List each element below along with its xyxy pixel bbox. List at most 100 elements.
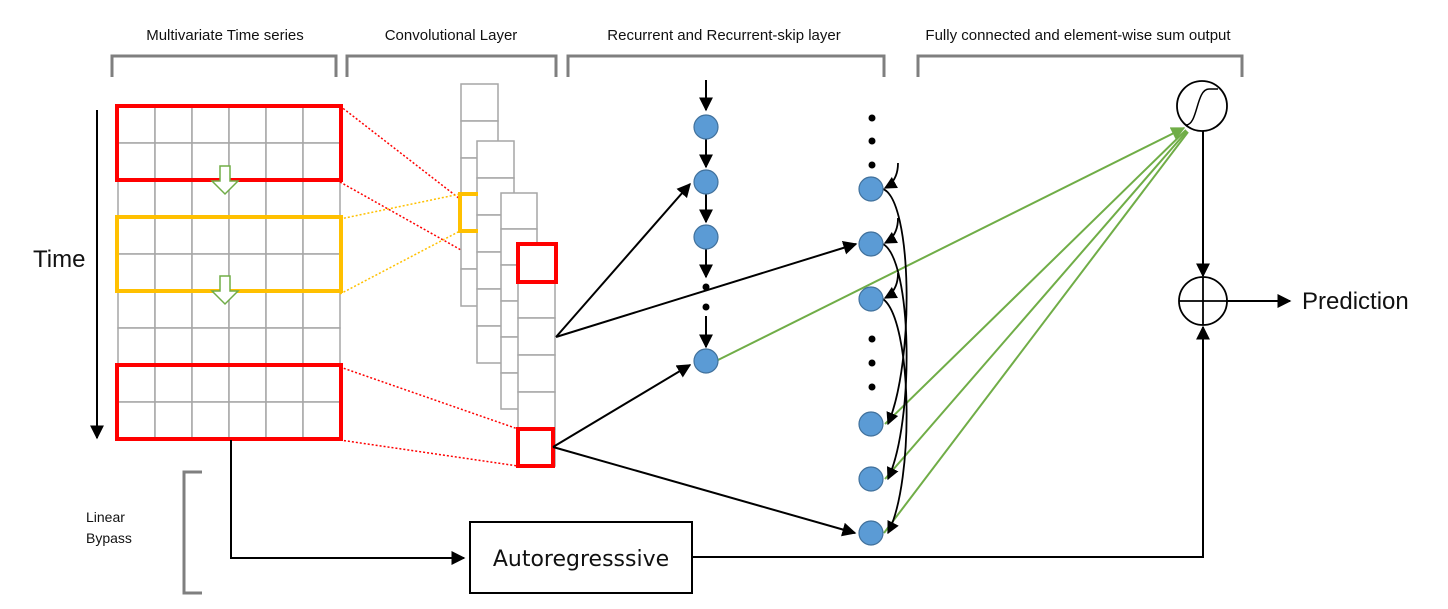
linear-bypass-label-line2: Bypass [86, 530, 132, 546]
convolutional-feature-maps [460, 83, 556, 467]
grid-to-autoregressive-arrow [230, 440, 466, 565]
recurrent-ellipsis-dot [702, 303, 710, 311]
grid-cell [191, 401, 230, 440]
recurrent-node [693, 169, 719, 195]
grid-cell [117, 290, 156, 329]
grid-cell [302, 401, 341, 440]
grid-cell [154, 364, 193, 403]
grid-cell [154, 105, 193, 144]
grid-cell [191, 179, 230, 218]
bracket-output [916, 54, 1244, 77]
skip-node [858, 176, 884, 202]
conv-feature-cell [500, 192, 538, 230]
grid-cell [302, 179, 341, 218]
time-label: Time [33, 246, 85, 273]
grid-cell [265, 364, 304, 403]
projection-line-red-bottom-1 [339, 366, 519, 430]
skip-ellipsis-dot [868, 335, 876, 343]
skip-node [858, 231, 884, 257]
grid-cell [117, 364, 156, 403]
grid-cell [302, 105, 341, 144]
recurrent-node [693, 224, 719, 250]
autoregressive-box [469, 521, 693, 594]
grid-cell [117, 401, 156, 440]
grid-cell [302, 253, 341, 292]
grid-cell [154, 179, 193, 218]
recurrent-node [693, 114, 719, 140]
section-title-multivariate: Multivariate Time series [146, 27, 304, 44]
skip-connection-1-4 [882, 188, 908, 426]
conv-feature-cell [460, 83, 499, 122]
conv-highlight-red-bottom [516, 427, 555, 468]
grid-cell [117, 216, 156, 255]
skip-node [858, 411, 884, 437]
slide-down-arrow-1 [210, 165, 240, 196]
prediction-label: Prediction [1302, 288, 1409, 315]
link-conv-to-recurrent-2 [555, 182, 691, 338]
skip-ellipsis-dot [868, 161, 876, 169]
grid-cell [228, 142, 267, 181]
conv-feature-cell [517, 317, 556, 356]
element-wise-sum-node [1178, 276, 1228, 326]
conv-feature-cell [517, 354, 556, 393]
grid-cell [265, 327, 304, 366]
skip-incoming-1 [883, 162, 899, 189]
grid-cell [117, 105, 156, 144]
skip-node [858, 286, 884, 312]
skip-connection-2-5 [882, 243, 908, 481]
grid-cell [117, 142, 156, 181]
bracket-recurrent [566, 54, 886, 77]
link-conv-to-skip-last [552, 446, 857, 537]
grid-cell [154, 401, 193, 440]
slide-down-arrow-2 [210, 275, 240, 306]
projection-line-yellow-1 [339, 193, 461, 220]
grid-cell [265, 290, 304, 329]
recurrent-node [693, 348, 719, 374]
grid-cell [228, 179, 267, 218]
grid-cell [265, 179, 304, 218]
skip-ellipsis-dot [868, 383, 876, 391]
bracket-convolutional [345, 54, 558, 77]
grid-cell [154, 327, 193, 366]
section-title-recurrent: Recurrent and Recurrent-skip layer [607, 27, 840, 44]
grid-cell [302, 290, 341, 329]
grid-cell [228, 216, 267, 255]
sigmoid-icon [1185, 88, 1218, 126]
recurrent-ellipsis-dot [702, 283, 710, 291]
grid-cell [302, 216, 341, 255]
grid-cell [154, 216, 193, 255]
section-title-convolutional: Convolutional Layer [385, 27, 518, 44]
grid-cell [302, 364, 341, 403]
grid-cell [228, 401, 267, 440]
grid-cell [228, 364, 267, 403]
grid-cell [154, 290, 193, 329]
grid-cell [265, 142, 304, 181]
skip-ellipsis-dot [868, 359, 876, 367]
skip-incoming-3 [883, 272, 899, 299]
grid-cell [302, 327, 341, 366]
grid-cell [117, 179, 156, 218]
autoregressive-label: Autoregresssive [493, 547, 669, 572]
conv-feature-cell [517, 391, 556, 430]
bracket-multivariate [110, 54, 338, 77]
fc-link-skip-5 [884, 130, 1188, 480]
grid-cell [191, 327, 230, 366]
link-conv-to-recurrent-last [552, 364, 692, 448]
grid-cell [228, 253, 267, 292]
grid-cell [265, 401, 304, 440]
fc-link-skip-6 [883, 131, 1189, 534]
multivariate-grid [117, 105, 341, 440]
fc-link-skip-4 [884, 129, 1187, 425]
projection-line-red-bottom-2 [339, 439, 519, 467]
grid-cell [265, 253, 304, 292]
conv-highlight-yellow [458, 192, 478, 233]
grid-cell [154, 142, 193, 181]
skip-node [858, 466, 884, 492]
last-window [115, 363, 343, 441]
grid-cell [265, 216, 304, 255]
section-title-output: Fully connected and element-wise sum out… [925, 27, 1231, 44]
bracket-linear-bypass [182, 470, 202, 595]
fc-link-recurrent-last [717, 127, 1186, 361]
grid-cell [265, 105, 304, 144]
